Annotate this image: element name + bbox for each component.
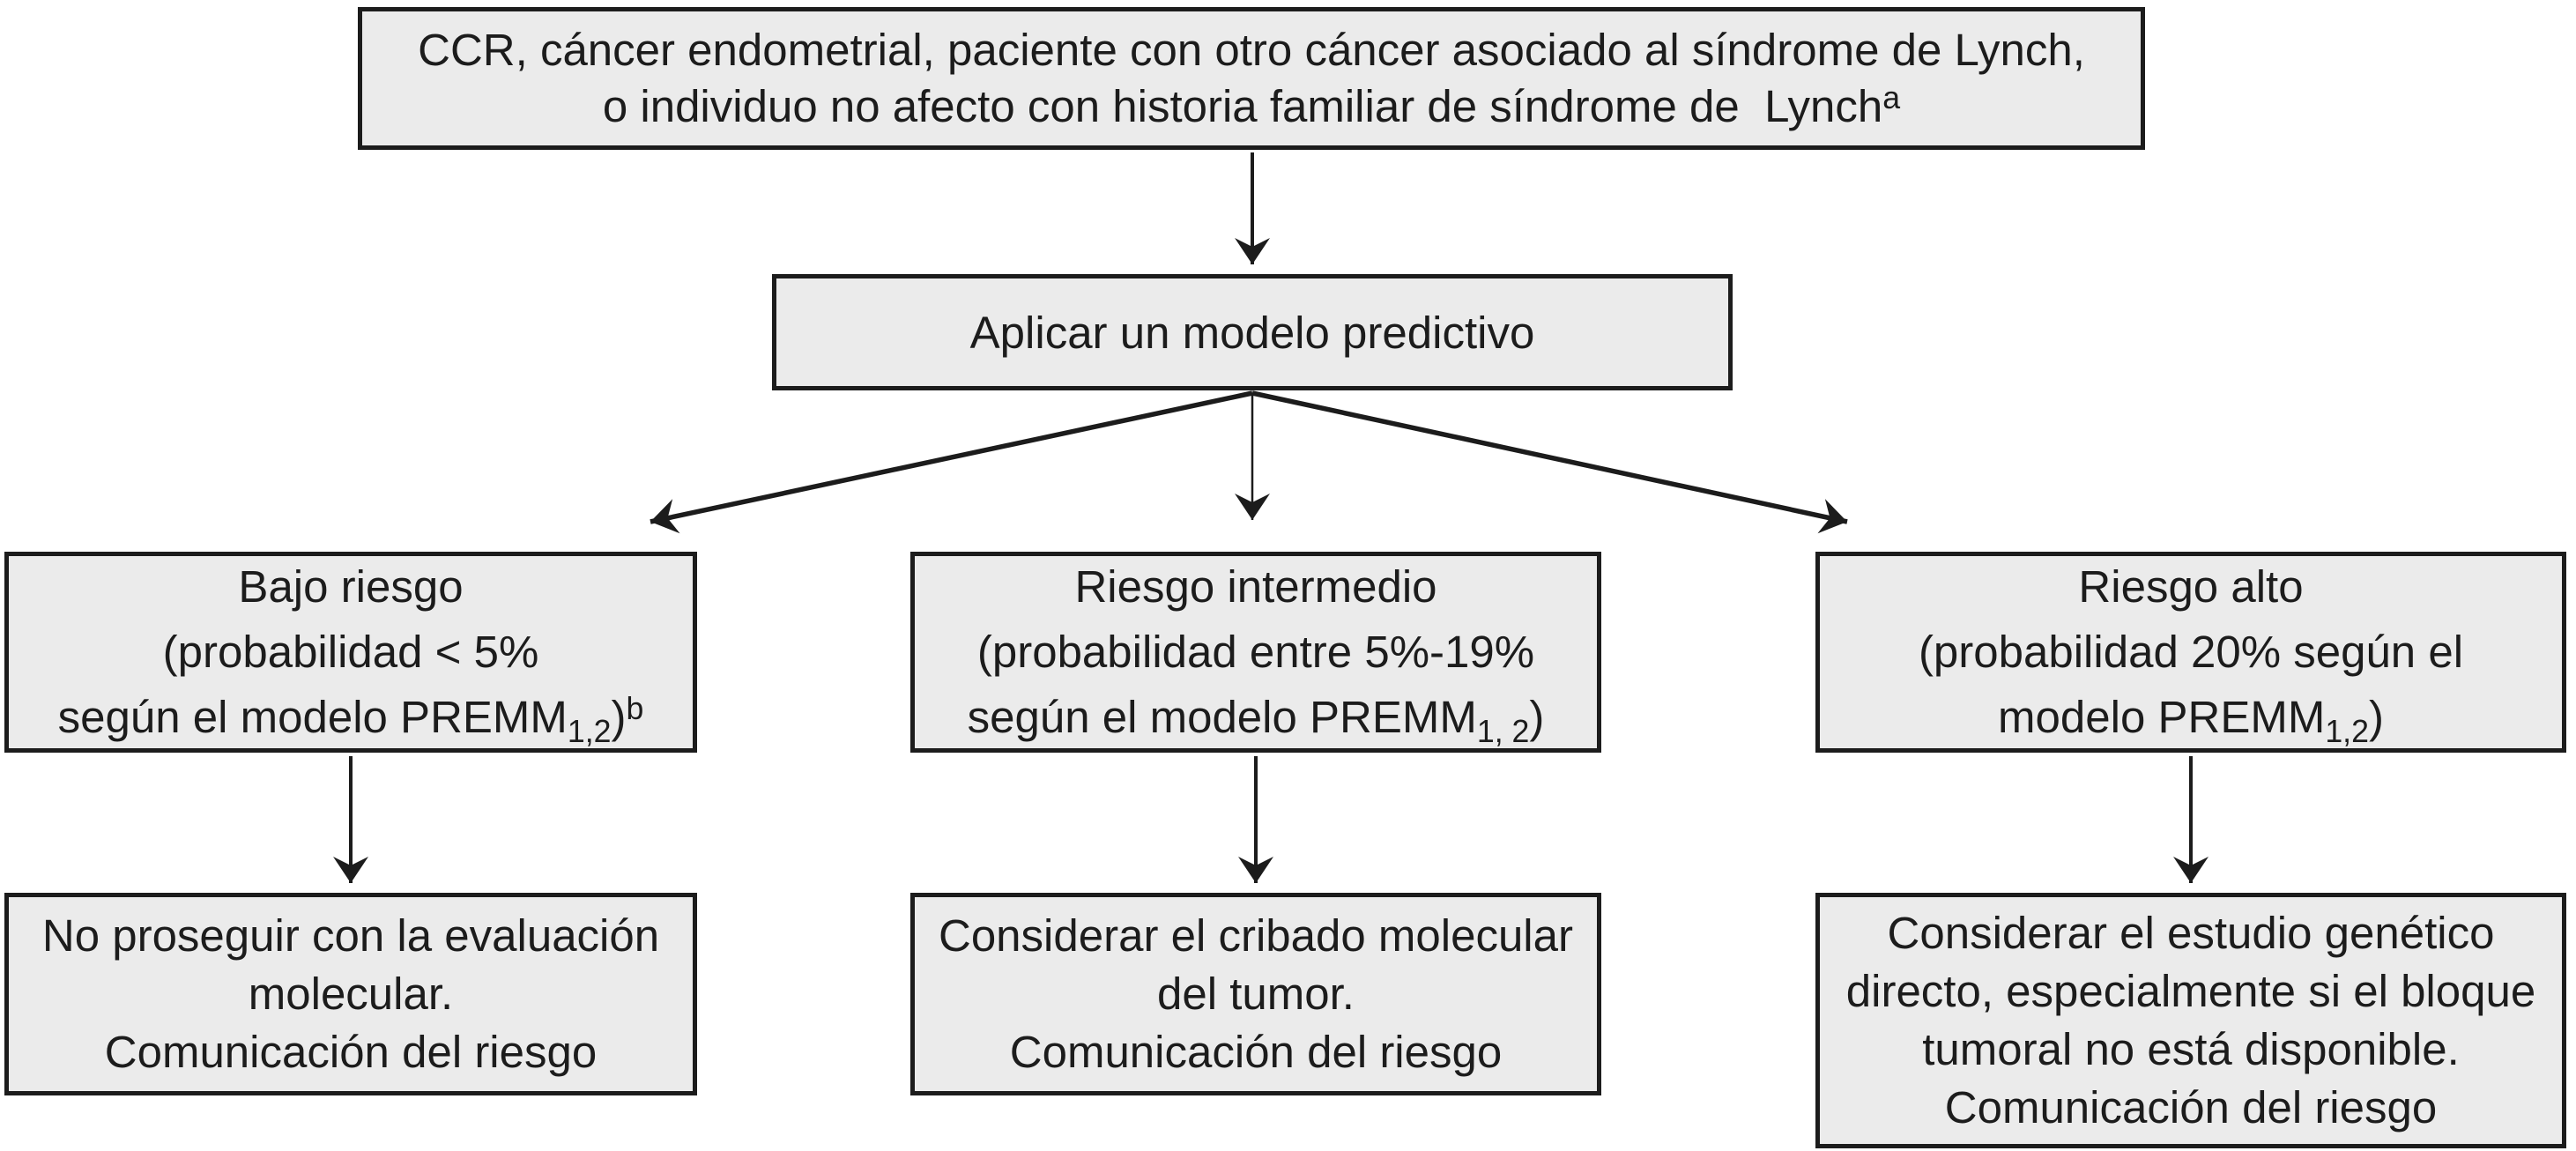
text-line: Comunicación del riesgo xyxy=(1944,1082,2438,1132)
text-line: (probabilidad < 5% xyxy=(162,627,539,677)
text-line: modelo PREMM1,2) xyxy=(1998,692,2384,749)
node-action-high-risk: Considerar el estudio genético directo, e… xyxy=(1815,893,2566,1148)
text-line: No proseguir con la evaluación xyxy=(41,910,660,961)
text-line: Comunicación del riesgo xyxy=(1009,1027,1503,1077)
node-risk-high: Riesgo alto (probabilidad 20% según el mod… xyxy=(1815,552,2566,753)
text-line: según el modelo PREMM1, 2) xyxy=(967,692,1545,749)
node-action-low-risk: No proseguir con la evaluación molecular.… xyxy=(4,893,697,1095)
text-line: según el modelo PREMM1,2)b xyxy=(57,691,644,749)
text-line: (probabilidad 20% según el xyxy=(1918,627,2464,677)
text-line: Riesgo alto xyxy=(2078,561,2304,612)
text-line: Considerar el estudio genético xyxy=(1887,908,2495,958)
node-action-intermediate-risk: Considerar el cribado molecular del tumor… xyxy=(910,893,1601,1095)
text-line: (probabilidad entre 5%-19% xyxy=(976,627,1535,677)
text-line: directo, especialmente si el bloque xyxy=(1845,966,2536,1016)
arrow-model-to-risk-high xyxy=(1251,390,1848,534)
text-line: del tumor. xyxy=(1157,969,1355,1019)
node-risk-low: Bajo riesgo (probabilidad < 5% según el mo… xyxy=(4,552,697,753)
text-line: Bajo riesgo xyxy=(238,561,464,612)
text-line: tumoral no está disponible. xyxy=(1922,1024,2460,1074)
text-line: Riesgo intermedio xyxy=(1074,561,1437,612)
node-apply-predictive-model: Aplicar un modelo predictivo xyxy=(772,274,1733,390)
node-risk-intermediate: Riesgo intermedio (probabilidad entre 5%-… xyxy=(910,552,1601,753)
text-line: CCR, cáncer endometrial, paciente con ot… xyxy=(418,25,2085,75)
text-line: Considerar el cribado molecular xyxy=(938,910,1573,961)
text-line: Aplicar un modelo predictivo xyxy=(969,307,1535,358)
text-line: o individuo no afecto con historia famil… xyxy=(602,80,1901,131)
text-line: Comunicación del riesgo xyxy=(104,1027,598,1077)
text-line: molecular. xyxy=(248,969,454,1019)
node-criteria: CCR, cáncer endometrial, paciente con ot… xyxy=(358,7,2145,150)
arrow-model-to-risk-low xyxy=(650,390,1253,534)
